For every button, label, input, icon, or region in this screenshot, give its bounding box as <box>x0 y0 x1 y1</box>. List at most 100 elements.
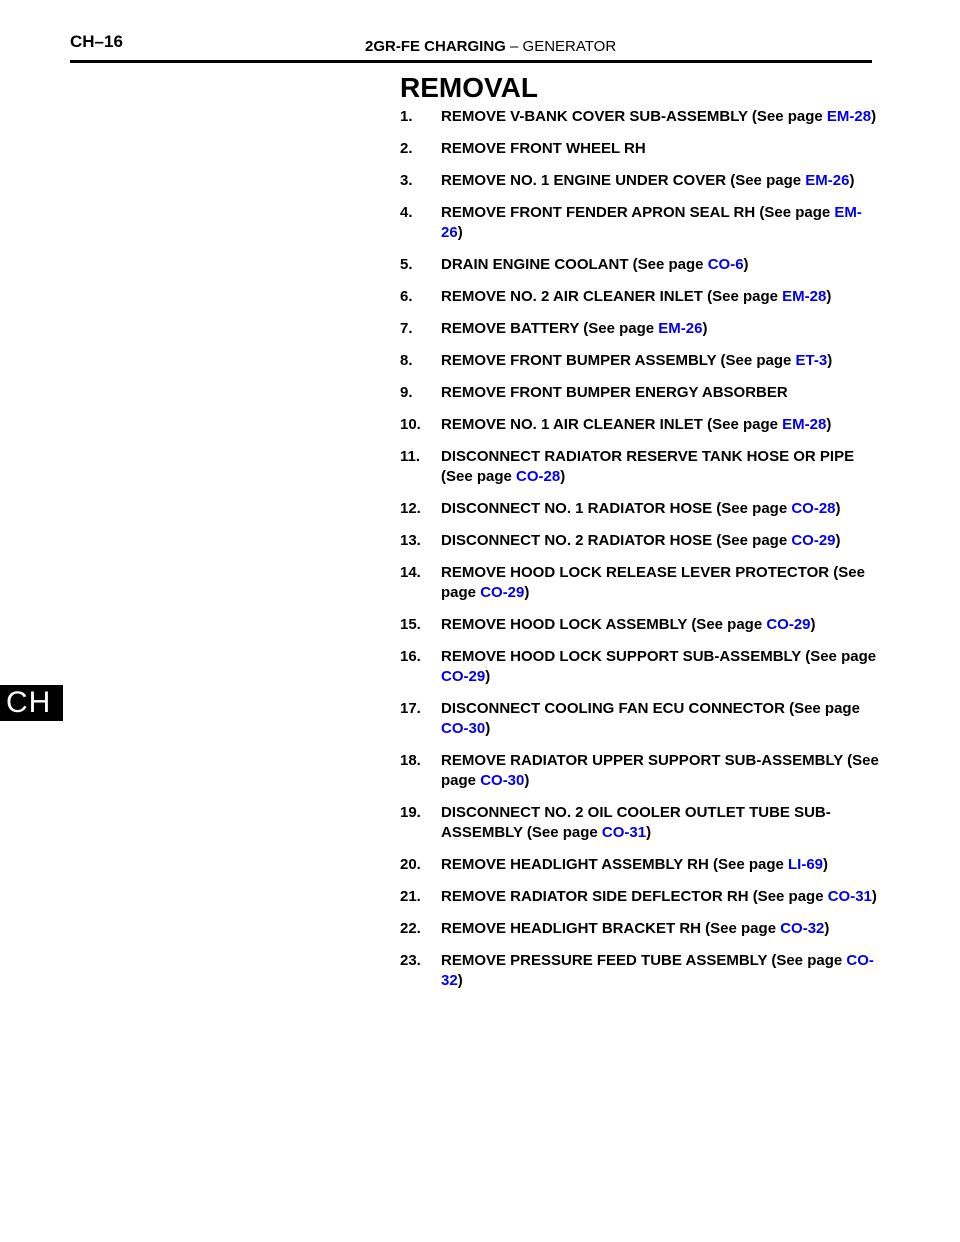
procedure-step: 13. DISCONNECT NO. 2 RADIATOR HOSE (See p… <box>400 531 880 551</box>
step-text: REMOVE HEADLIGHT BRACKET RH (See page <box>441 920 781 937</box>
page-reference-link[interactable]: CO-30 <box>480 772 525 789</box>
procedure-step: 6.REMOVE NO. 2 AIR CLEANER INLET (See pa… <box>400 287 880 307</box>
closing-paren: ) <box>871 108 877 125</box>
procedure-step: 9. REMOVE FRONT BUMPER ENERGY ABSORBER <box>400 383 880 403</box>
closing-paren: ) <box>743 256 749 273</box>
step-text: REMOVE FRONT BUMPER ASSEMBLY (See page <box>441 352 796 369</box>
page-reference-link[interactable]: ET-3 <box>795 352 828 369</box>
page-header: CH–16 2GR-FE CHARGING – GENERATOR <box>70 30 872 63</box>
step-number: 14. <box>400 564 421 581</box>
procedure-step: 14. REMOVE HOOD LOCK RELEASE LEVER PROTEC… <box>400 563 880 603</box>
closing-paren: ) <box>524 584 530 601</box>
procedure-step: 15.REMOVE HOOD LOCK ASSEMBLY (See page C… <box>400 615 880 635</box>
procedure-step: 2.REMOVE FRONT WHEEL RH <box>400 139 880 159</box>
procedure-step: 18.REMOVE RADIATOR UPPER SUPPORT SUB-ASS… <box>400 751 880 791</box>
section-heading: REMOVAL <box>400 72 538 103</box>
page-reference-link[interactable]: EM-26 <box>441 204 862 241</box>
procedure-step: 4. REMOVE FRONT FENDER APRON SEAL RH (See… <box>400 203 880 243</box>
page-number: CH–16 <box>70 32 123 51</box>
page-reference-link[interactable]: CO-29 <box>480 584 525 601</box>
closing-paren: ) <box>524 772 530 789</box>
header-title-section: 2GR-FE CHARGING <box>365 38 506 55</box>
step-number: 2. <box>400 140 413 157</box>
step-number: 5. <box>400 256 413 273</box>
page-reference-link[interactable]: CO-28 <box>791 500 836 517</box>
step-number: 11. <box>400 448 421 465</box>
step-text: DISCONNECT RADIATOR RESERVE TANK HOSE OR… <box>441 448 855 485</box>
procedure-step: 7.REMOVE BATTERY (See page EM-26) <box>400 319 880 339</box>
procedure-step: 17.DISCONNECT COOLING FAN ECU CONNECTOR … <box>400 699 880 739</box>
closing-paren: ) <box>826 416 832 433</box>
step-text: REMOVE HOOD LOCK RELEASE LEVER PROTECTOR… <box>441 564 865 601</box>
step-number: 8. <box>400 352 413 369</box>
procedure-step: 12. DISCONNECT NO. 1 RADIATOR HOSE (See p… <box>400 499 880 519</box>
page-reference-link[interactable]: CO-28 <box>516 468 561 485</box>
closing-paren: ) <box>457 224 463 241</box>
step-number: 16. <box>400 648 421 665</box>
step-number: 9. <box>400 384 413 401</box>
step-number: 21. <box>400 888 421 905</box>
page-reference-link[interactable]: EM-26 <box>658 320 703 337</box>
procedure-step: 21. REMOVE RADIATOR SIDE DEFLECTOR RH (Se… <box>400 887 880 907</box>
page-reference-link[interactable]: EM-28 <box>782 288 827 305</box>
step-text: DISCONNECT NO. 2 OIL COOLER OUTLET TUBE … <box>441 804 831 841</box>
closing-paren: ) <box>827 352 833 369</box>
closing-paren: ) <box>560 468 566 485</box>
page-reference-link[interactable]: EM-28 <box>782 416 827 433</box>
step-number: 15. <box>400 616 421 633</box>
step-text: REMOVE RADIATOR UPPER SUPPORT SUB-ASSEMB… <box>441 752 879 789</box>
header-title: 2GR-FE CHARGING – GENERATOR <box>365 38 616 55</box>
step-text: REMOVE RADIATOR SIDE DEFLECTOR RH (See p… <box>441 888 828 905</box>
procedure-step: 16. REMOVE HOOD LOCK SUPPORT SUB-ASSEMBLY… <box>400 647 880 687</box>
step-text: DISCONNECT NO. 1 RADIATOR HOSE (See page <box>441 500 792 517</box>
page-reference-link[interactable]: LI-69 <box>788 856 824 873</box>
step-number: 13. <box>400 532 421 549</box>
closing-paren: ) <box>871 888 877 905</box>
procedure-steps: 1.REMOVE V-BANK COVER SUB-ASSEMBLY (See … <box>400 107 880 1003</box>
section-tab: CH <box>0 685 63 721</box>
procedure-step: 23. REMOVE PRESSURE FEED TUBE ASSEMBLY (S… <box>400 951 880 991</box>
page-reference-link[interactable]: CO-31 <box>601 824 647 841</box>
step-text: REMOVE FRONT BUMPER ENERGY ABSORBER <box>441 384 788 401</box>
closing-paren: ) <box>824 920 830 937</box>
page-reference-link[interactable]: CO-31 <box>827 888 872 905</box>
closing-paren: ) <box>849 172 855 189</box>
page-reference-link[interactable]: CO-29 <box>791 532 836 549</box>
procedure-step: 20. REMOVE HEADLIGHT ASSEMBLY RH (See pag… <box>400 855 880 875</box>
closing-paren: ) <box>485 668 491 685</box>
step-text: REMOVE HEADLIGHT ASSEMBLY RH (See page <box>441 856 789 873</box>
step-number: 22. <box>400 920 421 937</box>
step-number: 17. <box>400 700 421 717</box>
closing-paren: ) <box>826 288 832 305</box>
page-reference-link[interactable]: CO-30 <box>441 720 486 737</box>
page-reference-link[interactable]: CO-29 <box>766 616 811 633</box>
step-text: DISCONNECT NO. 2 RADIATOR HOSE (See page <box>441 532 792 549</box>
procedure-step: 8. REMOVE FRONT BUMPER ASSEMBLY (See page… <box>400 351 880 371</box>
header-title-subsection: – GENERATOR <box>505 38 617 55</box>
step-number: 19. <box>400 804 421 821</box>
page-reference-link[interactable]: CO-32 <box>780 920 825 937</box>
page-reference-link[interactable]: CO-32 <box>441 952 874 989</box>
closing-paren: ) <box>646 824 652 841</box>
closing-paren: ) <box>823 856 829 873</box>
procedure-step: 11. DISCONNECT RADIATOR RESERVE TANK HOSE… <box>400 447 880 487</box>
step-number: 23. <box>400 952 421 969</box>
closing-paren: ) <box>835 500 841 517</box>
page-reference-link[interactable]: EM-28 <box>826 108 872 125</box>
step-text: REMOVE HOOD LOCK SUPPORT SUB-ASSEMBLY (S… <box>441 648 877 665</box>
step-number: 4. <box>400 204 413 221</box>
step-number: 20. <box>400 856 421 873</box>
step-text: REMOVE NO. 1 AIR CLEANER INLET (See page <box>441 416 783 433</box>
step-number: 12. <box>400 500 421 517</box>
step-text: REMOVE FRONT FENDER APRON SEAL RH (See p… <box>441 204 835 221</box>
procedure-step: 22. REMOVE HEADLIGHT BRACKET RH (See page… <box>400 919 880 939</box>
procedure-step: 5.DRAIN ENGINE COOLANT (See page CO-6) <box>400 255 880 275</box>
step-text: REMOVE PRESSURE FEED TUBE ASSEMBLY (See … <box>441 952 847 969</box>
page-reference-link[interactable]: CO-6 <box>707 256 744 273</box>
page-reference-link[interactable]: CO-29 <box>441 668 486 685</box>
closing-paren: ) <box>835 532 841 549</box>
step-number: 7. <box>400 320 413 337</box>
procedure-step: 10.REMOVE NO. 1 AIR CLEANER INLET (See p… <box>400 415 880 435</box>
step-text: REMOVE NO. 1 ENGINE UNDER COVER (See pag… <box>441 172 806 189</box>
page-reference-link[interactable]: EM-26 <box>805 172 850 189</box>
